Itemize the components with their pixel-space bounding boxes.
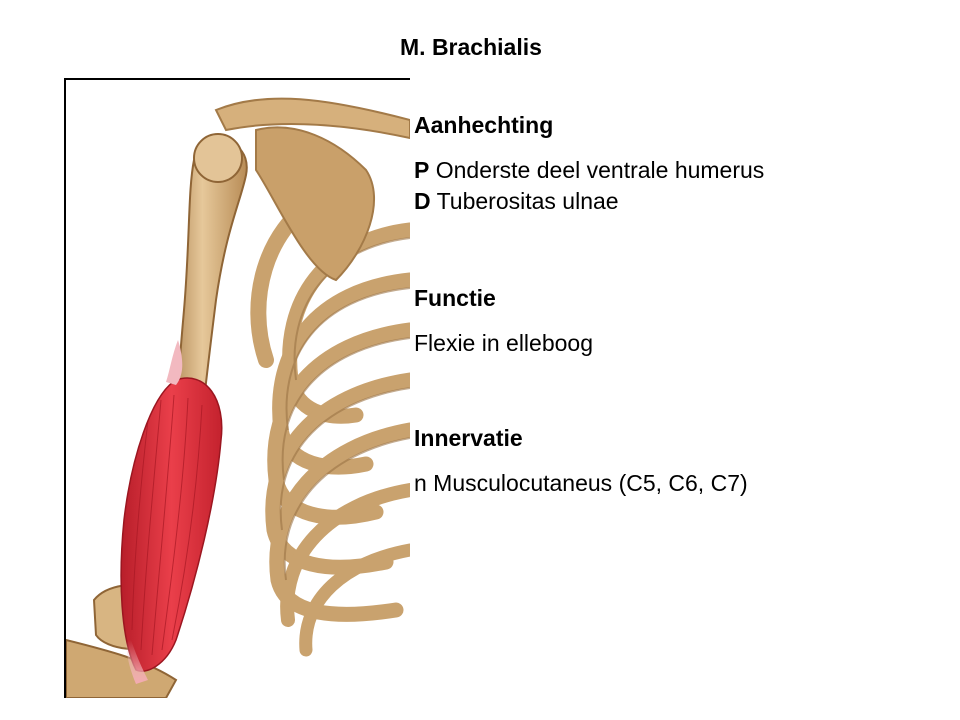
slide-title: M. Brachialis [400,34,542,60]
anatomy-illustration [64,78,410,698]
function-heading: Functie [414,285,496,311]
innervation-heading: Innervatie [414,425,523,451]
distal-attachment: D Tuberositas ulnae [414,188,619,215]
scapula [255,126,375,282]
clavicle [214,97,410,140]
proximal-text: Onderste deel ventrale humerus [435,157,765,183]
proximal-attachment: P Onderste deel ventrale humerus [414,157,764,184]
function-text: Flexie in elleboog [414,330,594,356]
humeral-head [193,133,243,183]
distal-text: Tuberositas ulnae [436,188,619,214]
brachialis-muscle [120,377,223,672]
distal-prefix: D [414,188,431,214]
attachment-heading: Aanhechting [414,112,554,138]
innervation-text: n Musculocutaneus (C5, C6, C7) [414,470,748,496]
proximal-prefix: P [414,157,430,183]
